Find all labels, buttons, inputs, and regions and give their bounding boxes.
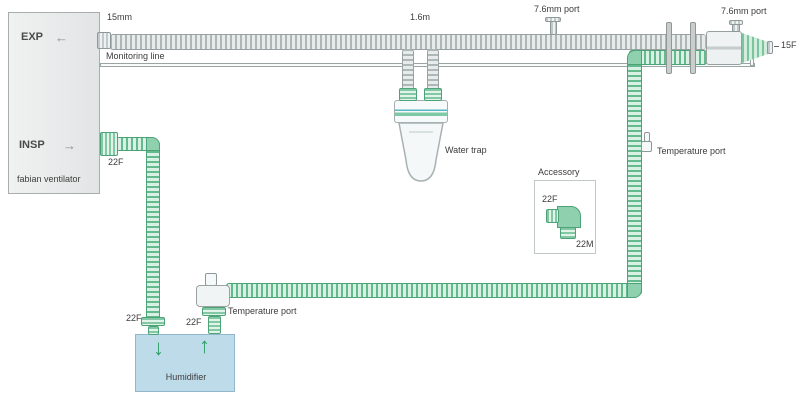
monitoring-line-label: Monitoring line <box>106 51 165 61</box>
exp-port-stem <box>550 21 557 35</box>
insp-flow-arrow-icon: → <box>63 138 76 153</box>
insp-tube-riser <box>627 55 642 295</box>
patient-port-label: 7.6mm port <box>721 6 767 16</box>
airway-temperature-port <box>641 141 652 152</box>
accessory-elbow-male-stub <box>560 227 576 239</box>
bulkhead-flange-right <box>690 22 696 74</box>
humidifier-temp-port-label: Temperature port <box>228 306 297 316</box>
water-trap-label: Water trap <box>445 145 487 155</box>
patient-wye-cone <box>742 33 768 63</box>
water-trap-outlet-connector <box>424 88 442 101</box>
humidifier-label: Humidifier <box>165 372 207 382</box>
accessory-box: 22F 22M <box>534 180 596 254</box>
water-trap-inlet-tube <box>402 49 414 90</box>
ventilator-name: fabian ventilator <box>17 174 81 184</box>
humidifier-outlet-size-label: 22F <box>186 317 202 327</box>
insp-tube-bottom <box>226 283 638 298</box>
humidifier-box: ↓ ↑ Humidifier <box>135 334 235 392</box>
patient-port-stem <box>732 24 740 32</box>
humidifier-inlet-arrow-icon: ↓ <box>153 335 164 360</box>
humidifier-inlet-collar <box>141 317 165 326</box>
insp-connector-22f <box>100 132 118 156</box>
humidifier-outlet-stub <box>208 316 221 334</box>
accessory-elbow-body <box>557 206 581 228</box>
exp-port-label: EXP <box>21 31 44 43</box>
water-trap-inlet-connector <box>399 88 417 101</box>
ventilator-box: EXP ← INSP → fabian ventilator <box>8 12 100 194</box>
riser-bottom-corner <box>627 283 642 298</box>
insp-tube-down <box>146 141 160 323</box>
bulkhead-flange-left <box>666 22 672 74</box>
exp-connector-size-label: 15mm <box>107 12 133 22</box>
humidifier-outlet-collar <box>202 307 226 316</box>
exp-connector-15mm <box>97 32 111 49</box>
humidifier-inlet-stub <box>148 326 159 335</box>
accessory-female-size-label: 22F <box>542 194 558 204</box>
insp-port-label: INSP <box>19 139 45 151</box>
size-leader-line <box>774 46 779 47</box>
expiratory-tube <box>110 34 706 50</box>
water-trap-outlet-tube <box>427 49 439 90</box>
water-trap-cap <box>394 100 448 123</box>
patient-wye-body <box>706 31 742 65</box>
tube-length-label: 1.6m <box>410 12 431 22</box>
patient-connector-size-label: 15F <box>781 40 797 50</box>
patient-connector-tip <box>767 41 773 54</box>
humidifier-outlet-arrow-icon: ↑ <box>199 333 210 358</box>
exp-flow-arrow-icon: ← <box>55 30 68 45</box>
riser-top-corner <box>627 50 642 65</box>
water-trap-cup <box>398 122 444 182</box>
accessory-elbow-female-stub <box>546 209 559 223</box>
exp-port-label-text: 7.6mm port <box>534 4 580 14</box>
airway-temp-port-label: Temperature port <box>657 146 726 156</box>
humidifier-outlet-elbow <box>196 285 230 307</box>
humidifier-inlet-size-label: 22F <box>126 313 142 323</box>
accessory-title: Accessory <box>538 167 580 177</box>
insp-elbow-corner <box>146 137 160 151</box>
insp-tube-horizontal <box>116 137 152 151</box>
insp-connector-size-label: 22F <box>108 157 124 167</box>
accessory-male-size-label: 22M <box>576 239 594 249</box>
